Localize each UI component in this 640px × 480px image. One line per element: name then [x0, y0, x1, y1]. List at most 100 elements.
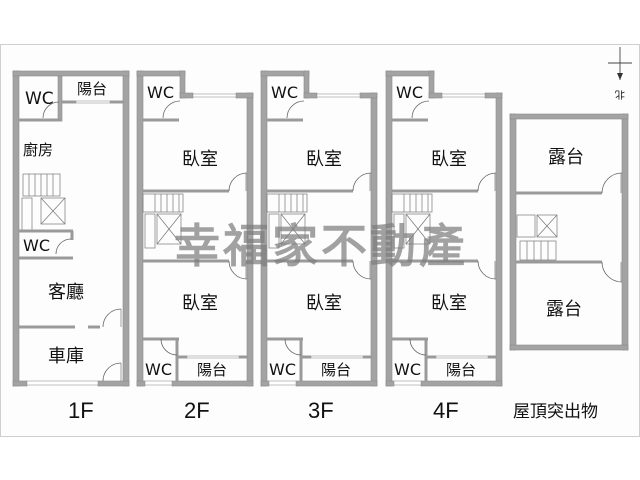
door-swing [55, 238, 72, 255]
wall [303, 92, 318, 99]
door-swing [160, 338, 178, 356]
floor-label-1f: 1F [68, 398, 94, 423]
door-swing [477, 260, 497, 280]
elevator-shaft [405, 213, 431, 245]
elevator-shaft [536, 214, 558, 238]
floor-label-2f: 2F [184, 398, 210, 423]
room-label-wc: WC [394, 360, 421, 379]
window [268, 380, 297, 386]
room-label-bedroom: 臥室 [431, 149, 467, 170]
room-label-bedroom: 臥室 [306, 293, 342, 314]
door-swing [477, 172, 497, 192]
door-swing [601, 261, 623, 283]
elevator-shaft [40, 197, 66, 225]
door-swing [352, 172, 372, 192]
window [192, 93, 237, 98]
wall [509, 113, 629, 120]
room-label-living-room: 客廳 [48, 282, 84, 303]
room-label-balcony: 陽台 [77, 80, 107, 98]
drawing-frame [0, 44, 640, 437]
room-label-balcony: 陽台 [321, 361, 351, 379]
elevator-shaft [156, 213, 182, 245]
wall [136, 70, 144, 387]
wall [12, 70, 20, 387]
floor-label-roof: 屋頂突出物 [513, 402, 598, 422]
window [441, 93, 486, 98]
stairs [21, 197, 33, 231]
elevator-shaft [280, 213, 306, 245]
window [393, 380, 422, 386]
wall [12, 70, 130, 77]
stairs [22, 173, 61, 197]
door-swing [102, 308, 122, 328]
door-swing [352, 260, 372, 280]
room-label-kitchen: 廚房 [23, 141, 53, 159]
door-swing [284, 338, 302, 356]
stairs [268, 213, 280, 249]
wall [136, 70, 186, 77]
wall [420, 380, 503, 387]
door-swing [601, 172, 623, 194]
room-label-garage: 車庫 [48, 346, 84, 367]
floor-plan-1f: WC 陽台 廚房 WC 客廳 車庫 [12, 70, 130, 387]
wall [359, 92, 378, 99]
stairs [393, 213, 405, 249]
wall [621, 113, 629, 351]
stairs [516, 214, 536, 238]
room-label-bedroom: 臥室 [182, 149, 218, 170]
stairs [391, 193, 433, 213]
wall [509, 113, 517, 351]
wall [136, 380, 146, 387]
door-swing [286, 100, 305, 119]
door-swing [102, 362, 122, 382]
window [310, 355, 364, 359]
room-label-terrace: 露台 [546, 299, 582, 320]
watermark: 幸福家不動產 [174, 219, 468, 273]
wall [122, 70, 130, 387]
wall [495, 92, 503, 387]
room-label-bedroom: 臥室 [306, 149, 342, 170]
stairs [519, 240, 557, 261]
wall [260, 70, 310, 77]
door-swing [409, 338, 427, 356]
window [75, 100, 111, 104]
north-arrow-icon: 北 [608, 47, 632, 100]
door-swing [42, 101, 60, 119]
floor-label-4f: 4F [433, 398, 459, 423]
door-swing [228, 172, 248, 192]
window [316, 93, 361, 98]
wall [484, 92, 503, 99]
room-label-wc: WC [271, 83, 298, 102]
wall [171, 380, 254, 387]
stairs [144, 213, 156, 249]
wall [57, 75, 63, 122]
stairs [266, 193, 308, 213]
wall [12, 380, 28, 387]
door-swing [162, 100, 181, 119]
wall [509, 344, 629, 351]
floor-plan-roof: 露台 露台 [509, 113, 629, 351]
window [144, 380, 173, 386]
wall [385, 70, 435, 77]
room-label-wc: WC [25, 89, 54, 109]
stairs [142, 193, 184, 213]
wall [97, 380, 130, 387]
room-label-bedroom: 臥室 [182, 293, 218, 314]
room-label-wc: WC [396, 83, 423, 102]
wall [295, 380, 378, 387]
window [186, 355, 240, 359]
floor-label-3f: 3F [308, 398, 334, 423]
room-label-balcony: 陽台 [197, 361, 227, 379]
wall [235, 92, 254, 99]
wall [385, 380, 395, 387]
door-swing [228, 260, 248, 280]
room-label-wc: WC [23, 236, 50, 255]
room-label-bedroom: 臥室 [431, 293, 467, 314]
room-label-wc: WC [269, 360, 296, 379]
room-label-wc: WC [147, 83, 174, 102]
window [26, 380, 99, 386]
